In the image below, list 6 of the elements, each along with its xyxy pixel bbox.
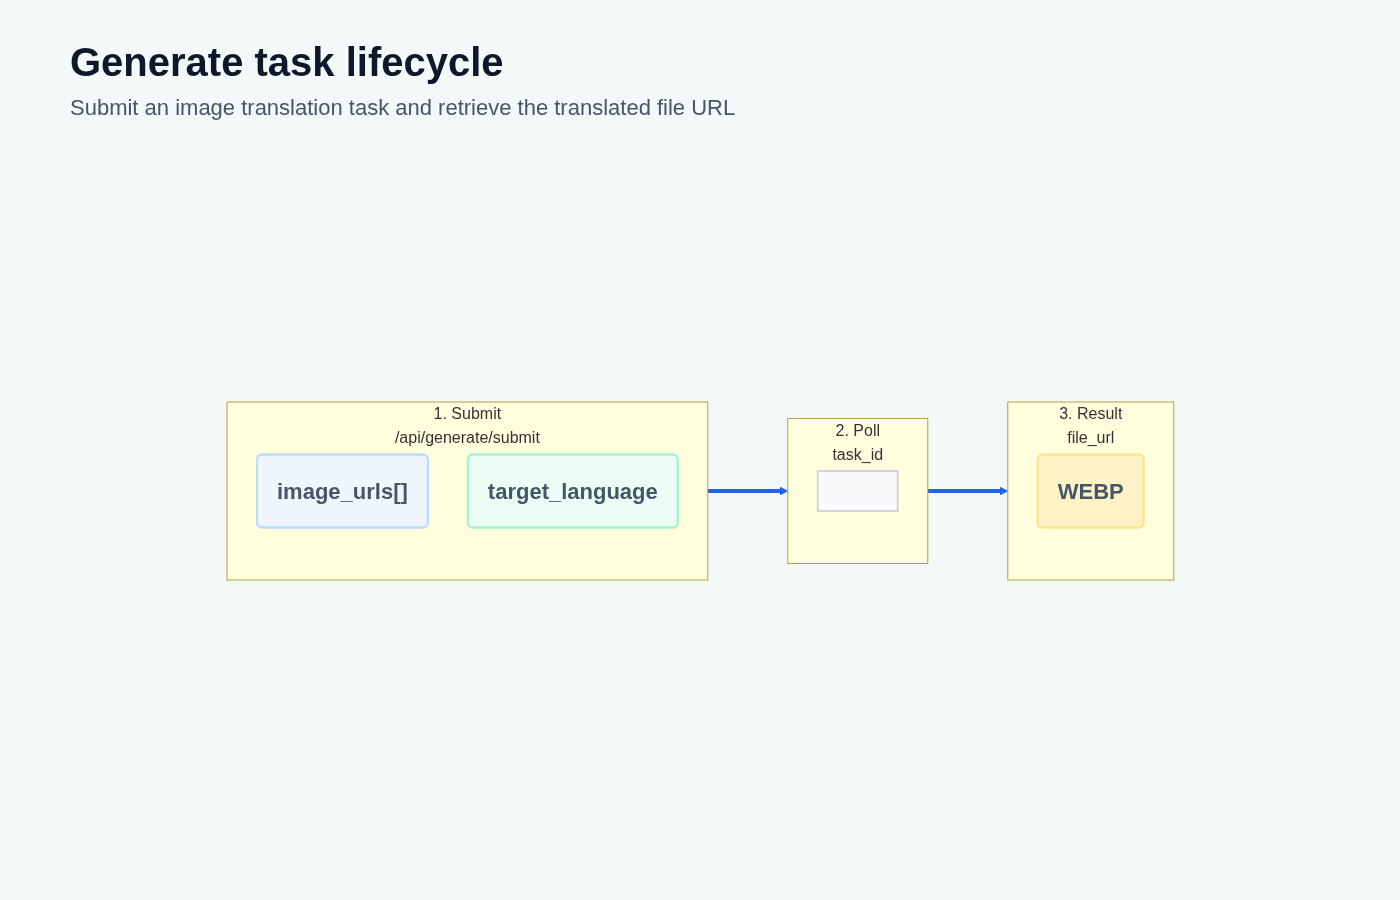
node-box: [816, 470, 899, 512]
diagram-title: Generate task lifecycle: [70, 40, 505, 85]
arrow: [707, 486, 788, 496]
cluster: 2. Poll task_id: [786, 418, 928, 564]
diagram-subtitle: Submit an image translation task and retrieve the translated file URL: [70, 95, 737, 121]
arrow: [927, 486, 1008, 496]
